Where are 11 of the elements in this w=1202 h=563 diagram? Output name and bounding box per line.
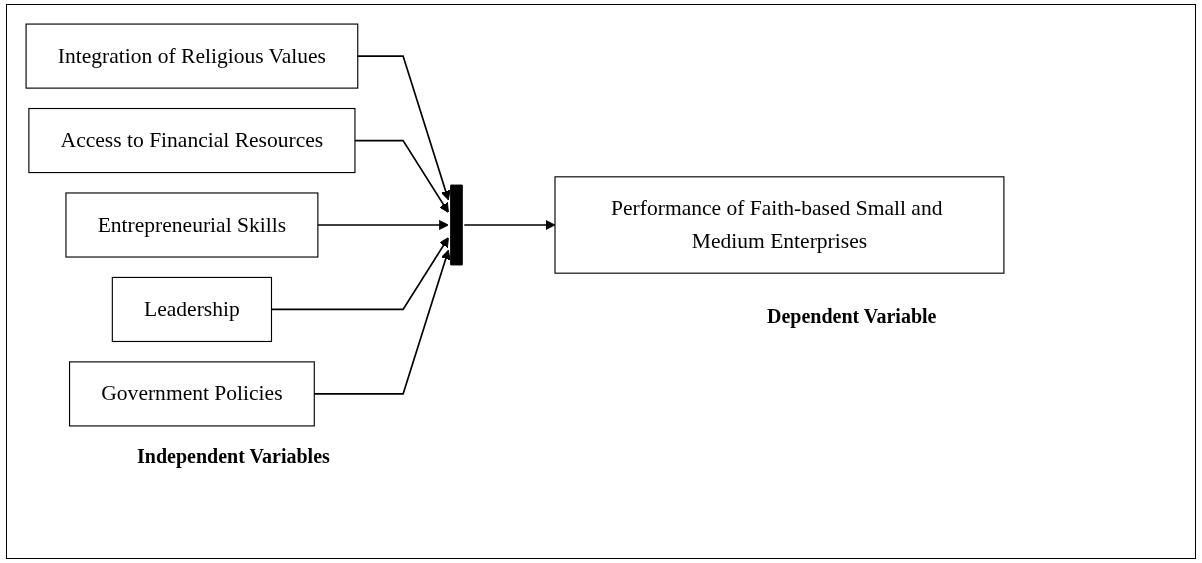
node-box: Government Policies [68,361,315,427]
axis-caption: Independent Variables [137,445,330,468]
node-box: Integration of Religious Values [25,23,359,89]
arrow [317,220,449,230]
node-box: Access to Financial Resources [28,107,356,174]
node-box: Performance of Faith-based Small and Medium Enterprises [554,176,1005,274]
arrow [354,139,449,213]
arrow [463,220,556,230]
node-box: Entrepreneurial Skills [65,192,319,258]
node-box: Leadership [111,276,273,343]
axis-caption: Dependent Variable [767,305,937,328]
